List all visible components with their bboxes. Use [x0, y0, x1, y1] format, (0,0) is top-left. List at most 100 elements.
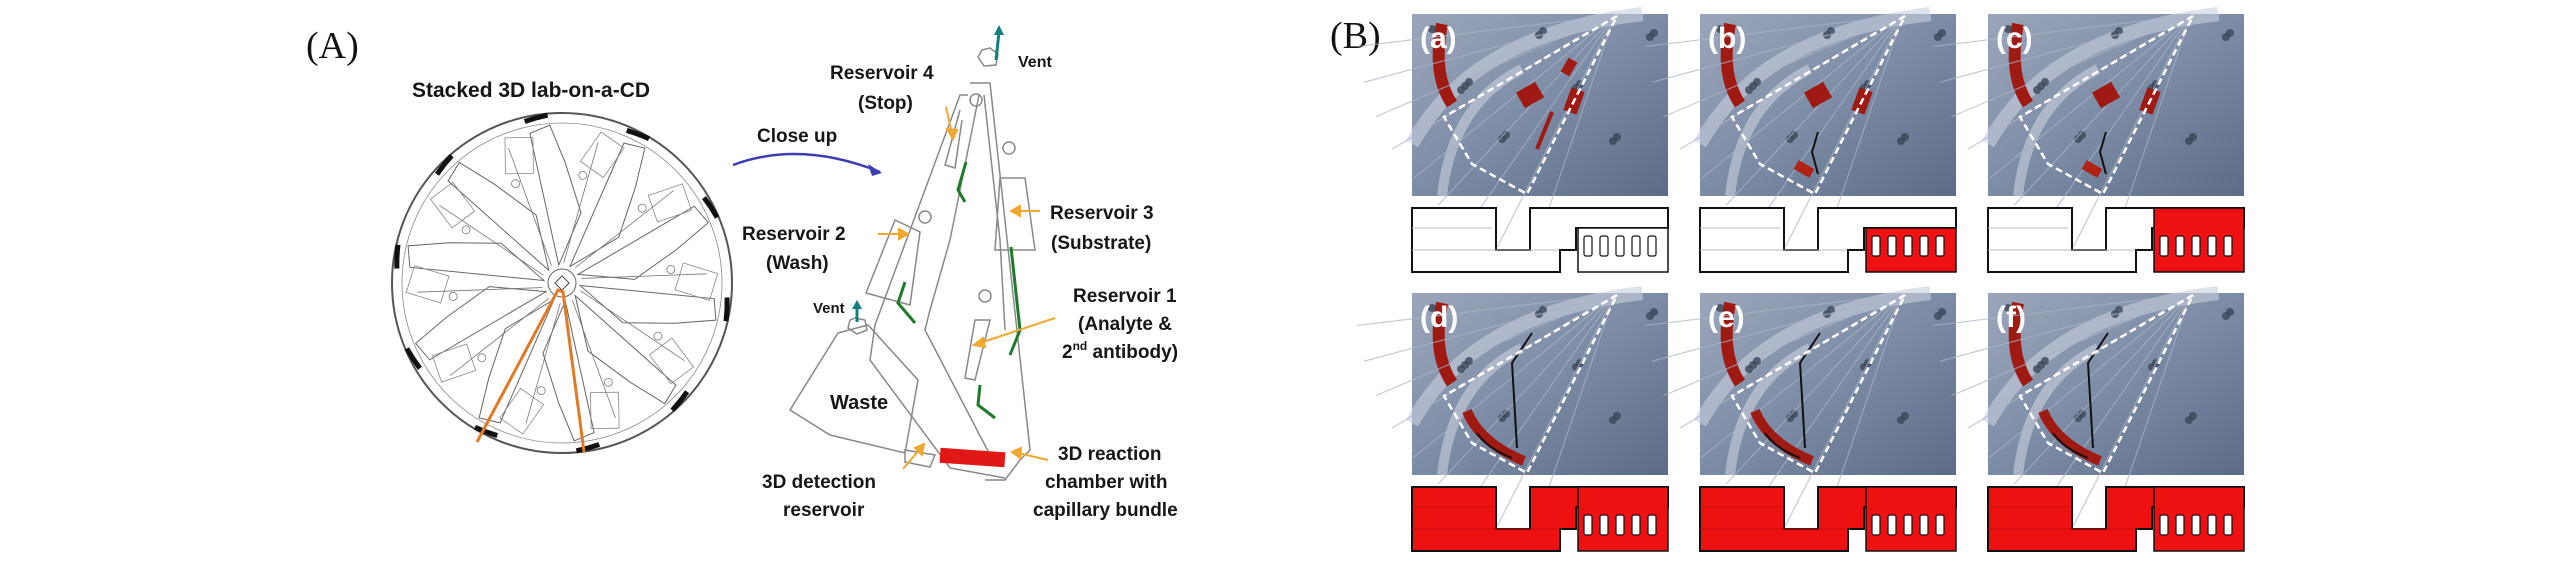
- outer-red-reservoir: [1720, 301, 1746, 387]
- capillary-tube: [1935, 514, 1945, 536]
- channel-schematic: [1987, 486, 2245, 552]
- sector-dashed-outline: [1442, 14, 1619, 196]
- reaction-label: 3D reaction: [1058, 444, 1161, 465]
- vent-top-label: Vent: [1018, 54, 1052, 71]
- cd-chamber-marker: [626, 128, 651, 142]
- sector-dashed-outline: [1442, 293, 1619, 475]
- capillary-tube: [1903, 235, 1913, 257]
- cd-photo: [1644, 7, 1956, 262]
- capillary-tube: [1887, 514, 1897, 536]
- cd-photo: [1356, 7, 1668, 262]
- frame-tag: (c): [1996, 22, 2033, 55]
- frame-tag: (b): [1708, 22, 1746, 55]
- sequence-frame: (b): [1644, 7, 1957, 273]
- outer-red-reservoir: [2008, 22, 2034, 108]
- channel-schematic: [1699, 207, 1957, 273]
- reservoir1-sublabel-2: 2nd antibody): [1062, 339, 1178, 363]
- reaction-sublabel-2: capillary bundle: [1033, 500, 1178, 521]
- close-up-arrowhead: [868, 164, 882, 176]
- capillary-tube: [1871, 235, 1881, 257]
- cd-photo: [1932, 286, 2244, 541]
- sequence-frame: (c): [1932, 7, 2245, 273]
- cd-chamber-marker: [434, 153, 454, 176]
- capillary-tube: [2191, 235, 2201, 257]
- cd-chamber-marker: [394, 244, 401, 269]
- reaction-chamber-red: [939, 447, 1006, 468]
- capillary-tube: [1599, 235, 1609, 257]
- frame-tag: (e): [1708, 301, 1745, 334]
- capillary-tube: [2223, 235, 2233, 257]
- capillary-tube: [1903, 514, 1913, 536]
- sector-dashed-outline: [1730, 14, 1907, 196]
- close-up-arrow: [732, 152, 881, 174]
- capillary-tube: [2223, 514, 2233, 536]
- capillary-tube: [2191, 514, 2201, 536]
- sequence-frame: (d): [1356, 286, 1669, 552]
- capillary-tube: [1583, 514, 1593, 536]
- capillary-tube: [1583, 235, 1593, 257]
- cd-chamber-marker: [723, 297, 730, 322]
- cd-photo: [1356, 286, 1668, 541]
- cd-sector: [568, 128, 674, 269]
- sector-dashed-outline: [2018, 14, 2195, 196]
- cd-title: Stacked 3D lab-on-a-CD: [412, 79, 650, 102]
- top-vent-arrowhead: [994, 25, 1004, 35]
- cd-channel-pattern: [394, 112, 730, 454]
- cd-sector: [576, 183, 720, 280]
- capillary-tube: [1935, 235, 1945, 257]
- detection-label: 3D detection: [762, 472, 876, 493]
- waste-vent-chamber: [847, 317, 868, 335]
- capillary-tube: [1887, 235, 1897, 257]
- capillary-tube: [2159, 235, 2169, 257]
- capillary-tube: [2207, 514, 2217, 536]
- capillary-tube: [1647, 514, 1657, 536]
- outer-red-reservoir: [1432, 22, 1458, 108]
- cd-chamber-marker: [575, 442, 601, 454]
- outer-red-reservoir: [1720, 22, 1746, 108]
- reaction-sublabel: chamber with: [1045, 472, 1167, 493]
- capillary-tube: [1615, 235, 1625, 257]
- capillary-tube: [1615, 514, 1625, 536]
- channel-schematic: [1987, 207, 2245, 273]
- reservoir2-sublabel: (Wash): [766, 253, 829, 274]
- reservoir4-label: Reservoir 4: [830, 63, 934, 84]
- sequence-frame: (a): [1356, 7, 1669, 273]
- capillary-tube: [2175, 514, 2185, 536]
- waste-vent-arrowhead: [852, 300, 862, 309]
- cd-chamber-marker: [670, 390, 690, 413]
- capillary-tube: [1631, 235, 1641, 257]
- outer-red-reservoir: [1432, 301, 1458, 387]
- capillary-tube: [2159, 514, 2169, 536]
- outer-red-reservoir: [2008, 301, 2034, 387]
- vent-waste-label: Vent: [813, 300, 845, 317]
- close-up-label: Close up: [757, 126, 837, 147]
- channel-schematic: [1699, 486, 1957, 552]
- reservoir4-sublabel: (Stop): [858, 93, 913, 114]
- cd-chamber-marker: [404, 347, 422, 370]
- frame-tag: (a): [1420, 22, 1457, 55]
- selected-sector-outline: [475, 288, 586, 453]
- cd-sector: [504, 112, 599, 267]
- close-up-wedge: [788, 47, 1036, 481]
- frame-tag: (d): [1420, 301, 1458, 334]
- cd-sector: [429, 148, 552, 272]
- cd-chamber-marker: [702, 196, 720, 219]
- capillary-tube: [1647, 235, 1657, 257]
- capillary-tube: [1919, 514, 1929, 536]
- cd-sector: [450, 297, 556, 438]
- reservoir2-label: Reservoir 2: [742, 224, 846, 245]
- detection-sublabel: reservoir: [783, 500, 865, 521]
- waste-label: Waste: [830, 392, 888, 414]
- cd-chamber-marker: [523, 112, 549, 124]
- cd-sector: [578, 262, 730, 362]
- cd-sector: [404, 286, 548, 383]
- panel-b-label: (B): [1330, 15, 1381, 57]
- sector-dashed-outline: [1730, 293, 1907, 475]
- annotation-pointers: [878, 106, 1056, 470]
- frame-tag: (f): [1996, 301, 2026, 334]
- panel-a-diagram: Stacked 3D lab-on-a-CD Close up: [391, 25, 1178, 521]
- sector-dashed-outline: [2018, 293, 2195, 475]
- reservoir1-sublabel: (Analyte &: [1078, 314, 1172, 335]
- sequence-frame: (f): [1932, 286, 2245, 552]
